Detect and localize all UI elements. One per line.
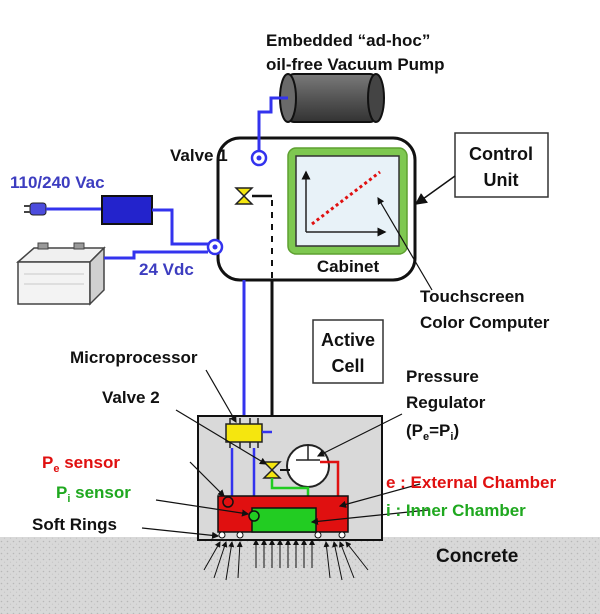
touchscreen-label-line1: Touchscreen [420,287,525,306]
pe-sensor-label: Pe sensor [42,453,120,475]
touchscreen-label-line2: Color Computer [420,313,550,332]
pressure-label-line2: Regulator [406,393,486,412]
inner-chamber-label: i : Inner Chamber [386,501,526,520]
control-unit-label-line1: Control [469,144,533,164]
dc-supply-label: 24 Vdc [139,260,194,279]
concrete-ground [0,537,600,614]
touchscreen-computer [287,147,408,255]
external-pressure-line [320,460,340,496]
concrete-label: Concrete [436,546,518,567]
pi-sensor [248,510,260,522]
active-cell-box [312,319,384,384]
control-unit-box [454,132,549,198]
screen-plot-line [311,170,381,226]
cabinet-label: Cabinet [317,257,380,276]
valve1-label: Valve 1 [170,146,228,165]
microprocessor-label: Microprocessor [70,348,198,367]
pe-sensor [222,496,234,508]
pressure-label-line1: Pressure [406,367,479,386]
soft-rings-label: Soft Rings [32,515,117,534]
active-cell-label-line1: Active [321,330,375,350]
active-cell-label-line2: Cell [331,356,364,376]
pi-sensor-label: Pi sensor [56,483,131,505]
control-unit-label-line2: Unit [484,170,519,190]
vacuum-line-top [257,96,288,155]
vacuum-pump [279,73,385,123]
external-chamber-label: e : External Chamber [386,473,556,492]
pressure-label-line3: (Pe=Pi) [406,421,459,443]
power-plug-icon [24,202,47,216]
valve-1 [234,187,272,205]
soft-rings [218,531,346,539]
pump-label-line1: Embedded “ad-hoc” [266,31,430,50]
pump-label-line2: oil-free Vacuum Pump [266,55,445,74]
valve2-label: Valve 2 [102,388,160,407]
power-adapter [101,195,153,225]
ac-supply-label: 110/240 Vac [10,173,105,192]
inner-chamber [251,507,317,533]
battery-icon [16,242,106,306]
airflow-arrows [203,539,369,581]
